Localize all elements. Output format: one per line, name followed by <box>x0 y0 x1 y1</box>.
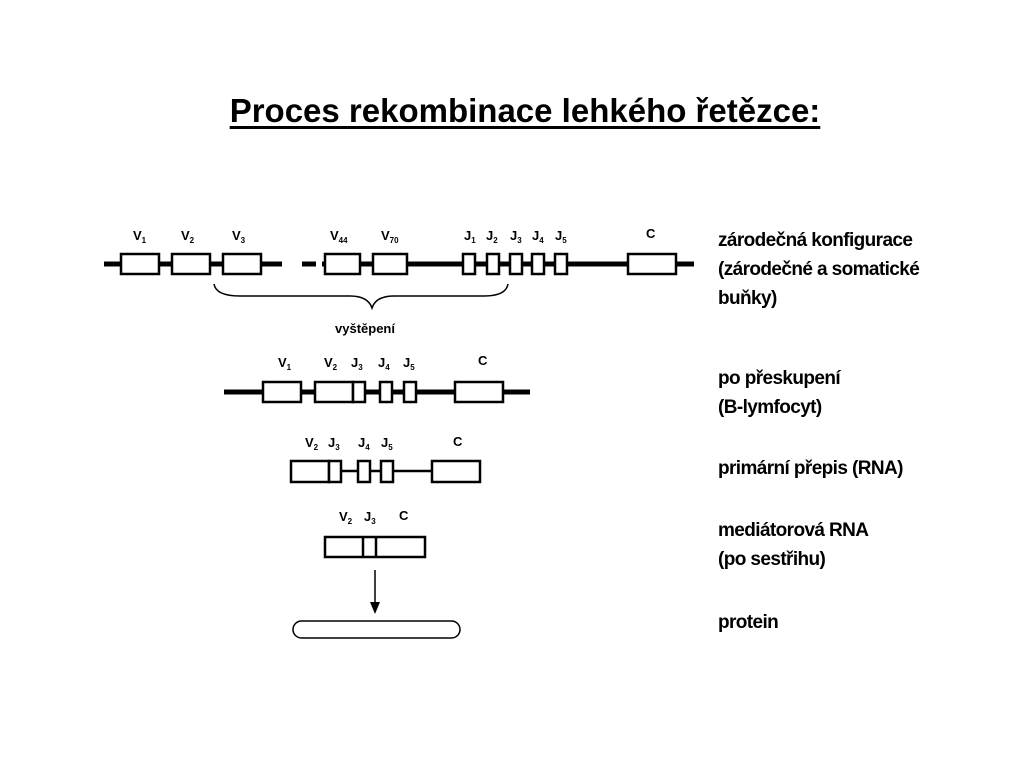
j5-segment <box>553 252 569 276</box>
row3-label-3: J5 <box>381 435 393 452</box>
row2-label-3: J4 <box>378 355 390 372</box>
row5-desc-line1: protein <box>718 612 779 633</box>
row3-label-2: J4 <box>358 435 370 452</box>
row1-label-9: J5 <box>555 228 567 245</box>
row2-labels: V1 V2 J3 J4 J5 C <box>278 353 488 372</box>
row1-label-8: J4 <box>532 228 544 245</box>
row4-label-1: J3 <box>364 509 376 526</box>
row1-desc-line2: (zárodečné a somatické <box>718 259 920 280</box>
row2-rearranged <box>224 380 530 404</box>
arrow-head-icon <box>370 602 380 614</box>
j2-segment <box>485 252 501 276</box>
j3-segment <box>327 459 343 484</box>
row2-label-0: V1 <box>278 355 292 372</box>
j5-segment <box>379 459 395 484</box>
row2-desc-line2: (B-lymfocyt) <box>718 397 822 418</box>
row1-label-6: J2 <box>486 228 498 245</box>
row4-labels: V2 J3 C <box>339 508 409 526</box>
v2-segment <box>313 380 355 404</box>
v44-segment <box>323 252 362 276</box>
row4-mrna <box>323 535 427 559</box>
row3-primary-transcript <box>289 459 482 484</box>
row1-germline <box>104 252 694 276</box>
row1-label-3: V44 <box>330 228 348 245</box>
row3-description: primární přepis (RNA) <box>718 454 903 483</box>
c-segment <box>430 459 482 484</box>
c-segment <box>453 380 505 404</box>
v3-segment <box>221 252 263 276</box>
j3-segment <box>508 252 524 276</box>
j1-segment <box>461 252 477 276</box>
v1-segment <box>261 380 303 404</box>
row1-desc-line3: buňky) <box>718 288 777 309</box>
row4-label-0: V2 <box>339 509 353 526</box>
row1-label-1: V2 <box>181 228 195 245</box>
row1-labels: V1 V2 V3 V44 V70 J1 J2 J3 J4 J5 C <box>133 226 656 245</box>
row1-description-clip: zárodečná konfigurace (zárodečné a somat… <box>718 226 1024 316</box>
row2-label-5: C <box>478 353 488 368</box>
row2-label-4: J5 <box>403 355 415 372</box>
row3-desc-line1: primární přepis (RNA) <box>718 458 903 479</box>
row4-label-2: C <box>399 508 409 523</box>
row5-description: protein <box>718 608 779 637</box>
protein-shape <box>292 620 461 639</box>
row3-label-1: J3 <box>328 435 340 452</box>
v2-segment <box>289 459 331 484</box>
row1-label-0: V1 <box>133 228 147 245</box>
row3-labels: V2 J3 J4 J5 C <box>305 434 463 452</box>
row4-description: mediátorová RNA (po sestřihu) <box>718 516 869 574</box>
row2-label-1: V2 <box>324 355 338 372</box>
row4-desc-line1: mediátorová RNA <box>718 520 869 541</box>
row1-label-5: J1 <box>464 228 476 245</box>
v70-segment <box>371 252 409 276</box>
j5-segment <box>402 380 418 404</box>
row3-label-0: V2 <box>305 435 319 452</box>
j4-segment <box>356 459 372 484</box>
j4-segment <box>530 252 546 276</box>
v1-segment <box>119 252 161 276</box>
c-segment <box>626 252 678 276</box>
page-title: Proces rekombinace lehkého řetězce: <box>229 92 821 129</box>
row1-desc-line1: zárodečná konfigurace <box>718 230 913 251</box>
row3-label-4: C <box>453 434 463 449</box>
row4-desc-line2: (po sestřihu) <box>718 549 826 570</box>
row2-label-2: J3 <box>351 355 363 372</box>
row1-label-2: V3 <box>232 228 246 245</box>
excision-brace <box>213 283 509 311</box>
row2-desc-line1: po přeskupení <box>718 368 841 389</box>
row1-label-10: C <box>646 226 656 241</box>
row1-description: zárodečná konfigurace (zárodečné a somat… <box>718 226 920 313</box>
j3-segment <box>351 380 367 404</box>
brace-label: vyštěpení <box>335 321 395 336</box>
row1-label-4: V70 <box>381 228 399 245</box>
row1-label-7: J3 <box>510 228 522 245</box>
v2-segment <box>170 252 212 276</box>
row2-description: po přeskupení (B-lymfocyt) <box>718 364 841 422</box>
j4-segment <box>378 380 394 404</box>
